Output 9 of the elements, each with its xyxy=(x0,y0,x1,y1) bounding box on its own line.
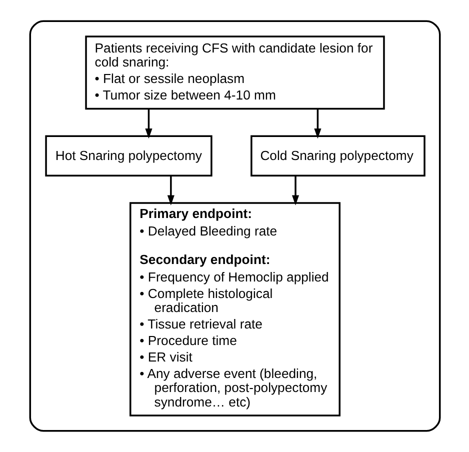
node-box: Primary endpoint: • Delayed Bleeding rate Secondary endpoint: • Frequency of Hemoclip applied • Complete histological eradication • Tissue retrieval rate • Procedure time • ER visit • Any adverse event (bleeding, perforation, post-polypectomy syndrome… etc) xyxy=(129,202,340,416)
arrow xyxy=(291,176,299,206)
node-box: Cold Snaring polypectomy xyxy=(250,135,425,176)
node-box: Patients receiving CFS with candidate lesion for cold snaring: • Flat or sessile neoplasm • Tumor size between 4-10 mm xyxy=(84,36,384,110)
cluster xyxy=(28,20,440,432)
arrow xyxy=(144,108,152,139)
node-box: Hot Snaring polypectomy xyxy=(44,135,212,176)
arrow xyxy=(166,176,174,206)
arrow xyxy=(314,108,321,139)
